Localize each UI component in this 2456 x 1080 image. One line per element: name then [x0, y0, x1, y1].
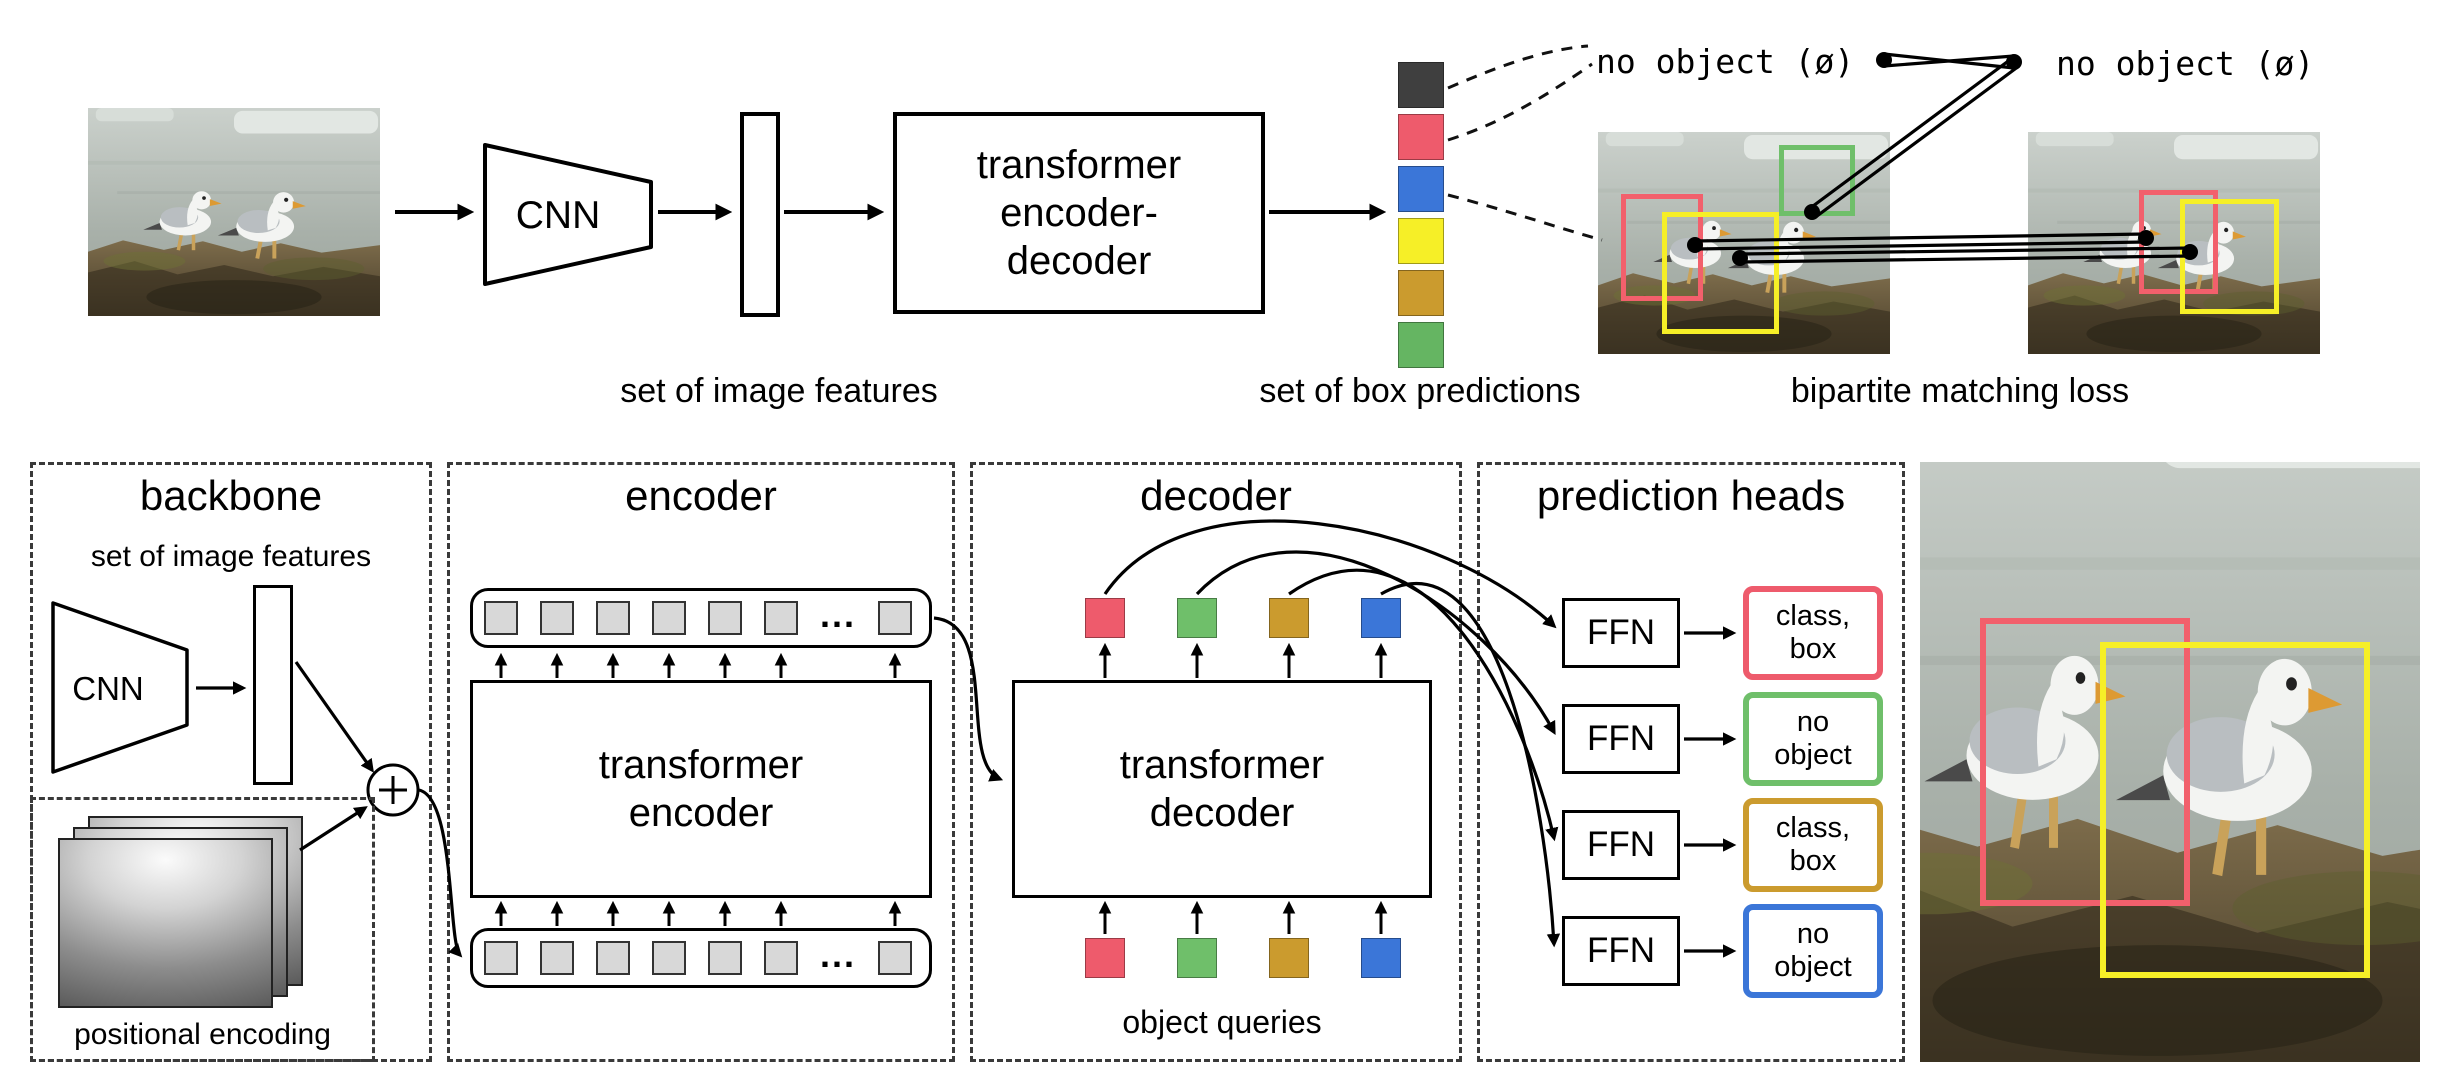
object-query-square-3: [1269, 938, 1309, 978]
output-line: box: [1789, 845, 1837, 877]
ffn-box-2: FFN: [1562, 704, 1680, 774]
tokens-ellipsis: ...: [819, 934, 856, 975]
output-line: class,: [1775, 600, 1851, 632]
encoder-box-line1: transformer: [598, 743, 804, 787]
backbone-title: backbone: [139, 472, 323, 519]
positional-encoding-label: positional encoding: [74, 1018, 331, 1051]
prediction-square-4: [1398, 218, 1444, 264]
feature-token: [764, 601, 798, 635]
output-box-class-gold: class, box: [1743, 798, 1883, 892]
output-box-noobject-blue: no object: [1743, 904, 1883, 998]
output-line: no: [1796, 918, 1830, 950]
decoder-output-square-2: [1177, 598, 1217, 638]
prediction-heads-title: prediction heads: [1536, 472, 1846, 519]
feature-token: [484, 601, 518, 635]
output-line: object: [1774, 739, 1852, 771]
prediction-square-6: [1398, 322, 1444, 368]
tokens-ellipsis: ...: [819, 594, 856, 635]
no-object-label-right: no object (ø): [2056, 44, 2315, 83]
feature-token: [596, 941, 630, 975]
dashed-link-3: [1447, 193, 1603, 242]
caption-image-features: set of image features: [620, 372, 938, 410]
backbone-features-label: set of image features: [90, 540, 372, 573]
cnn-label: CNN: [516, 194, 601, 237]
encdec-line1: transformer: [976, 143, 1182, 187]
seagulls-photo: [88, 108, 380, 316]
decoder-output-square-3: [1269, 598, 1309, 638]
transformer-decoder-box: transformer decoder: [1012, 680, 1432, 898]
object-query-square-4: [1361, 938, 1401, 978]
backbone-cnn-trapezoid: CNN: [51, 601, 189, 774]
object-query-square-2: [1177, 938, 1217, 978]
feature-set-rect: [740, 112, 780, 317]
input-image: [88, 108, 380, 316]
decoder-box-line1: transformer: [1119, 743, 1325, 787]
ground-truth-image: [2028, 132, 2320, 354]
ffn-box-4: FFN: [1562, 916, 1680, 986]
output-line: no: [1796, 706, 1830, 738]
feature-token: [708, 601, 742, 635]
pred-bbox-yellow: [1662, 211, 1780, 334]
dashed-link-2: [1447, 62, 1593, 142]
decoder-output-square-1: [1085, 598, 1125, 638]
output-line: box: [1789, 633, 1837, 665]
prediction-square-5: [1398, 270, 1444, 316]
caption-box-predictions: set of box predictions: [1259, 372, 1581, 410]
encdec-line2: encoder-: [1000, 191, 1158, 235]
cnn-trapezoid: CNN: [483, 143, 653, 286]
feature-token: [764, 941, 798, 975]
object-queries-label: object queries: [1122, 1004, 1322, 1040]
prediction-square-1: [1398, 62, 1444, 108]
positional-encoding-map-front: [58, 838, 273, 1008]
ffn-box-1: FFN: [1562, 598, 1680, 668]
decoder-output-square-4: [1361, 598, 1401, 638]
feature-token: [540, 601, 574, 635]
feature-token: [652, 941, 686, 975]
decoder-title: decoder: [1140, 472, 1292, 519]
pred-bbox-green: [1779, 145, 1855, 217]
result-bbox-red: [1980, 618, 2190, 906]
feature-token: [652, 601, 686, 635]
output-box-noobject-green: no object: [1743, 692, 1883, 786]
feature-token: [596, 601, 630, 635]
encdec-line3: decoder: [1006, 239, 1152, 283]
transformer-encoder-decoder-box: transformer encoder- decoder: [893, 112, 1265, 314]
feature-token: [540, 941, 574, 975]
output-line: class,: [1775, 812, 1851, 844]
object-query-square-1: [1085, 938, 1125, 978]
encoder-box-line2: encoder: [628, 791, 774, 835]
dashed-link-1: [1447, 44, 1589, 90]
backbone-cnn-label: CNN: [72, 670, 144, 707]
feature-token: [708, 941, 742, 975]
feature-token: [878, 941, 912, 975]
no-object-label-left: no object (ø): [1596, 42, 1855, 81]
decoder-box-line2: decoder: [1149, 791, 1295, 835]
feature-token: [484, 941, 518, 975]
add-positional-circle: [366, 763, 420, 817]
gt-bbox-yellow: [2179, 198, 2280, 315]
transformer-encoder-box: transformer encoder: [470, 680, 932, 898]
result-image: [1920, 462, 2420, 1062]
result-bbox-yellow: [2100, 642, 2370, 978]
prediction-square-2: [1398, 114, 1444, 160]
positional-encoding-section: [30, 797, 375, 1062]
feature-token: [878, 601, 912, 635]
backbone-feature-rect: [253, 585, 293, 785]
output-box-class-red: class, box: [1743, 586, 1883, 680]
output-line: object: [1774, 951, 1852, 983]
encoder-title: encoder: [625, 472, 777, 519]
prediction-square-3: [1398, 166, 1444, 212]
prediction-image: [1598, 132, 1890, 354]
ffn-box-3: FFN: [1562, 810, 1680, 880]
caption-bipartite-loss: bipartite matching loss: [1790, 372, 2130, 410]
